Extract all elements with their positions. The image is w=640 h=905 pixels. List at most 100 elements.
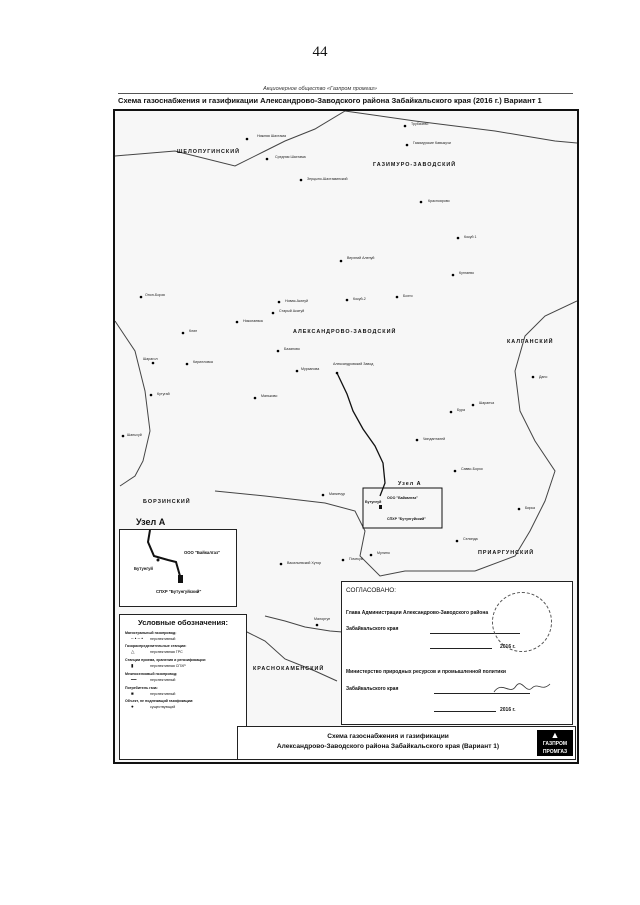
region-priargunsky: ПРИАРГУНСКИЙ: [478, 548, 534, 556]
page-number: 44: [312, 44, 328, 60]
legend-symbol-4: ━━: [131, 677, 137, 682]
map-canvas[interactable]: ШЕЛОПУГИНСКИЙ ГАЗИМУРО-ЗАВОДСКИЙ АЛЕКСАН…: [115, 111, 577, 762]
svg-text:Мулино: Мулино: [377, 551, 390, 555]
settlement-8: Верхний Аленуй: [339, 256, 374, 263]
settlement-30: Манкечур: [321, 492, 345, 497]
legend-head-3: Станции приема, хранения и регазификации…: [125, 658, 207, 662]
border-west: [115, 320, 151, 487]
signature-line-1: [430, 633, 520, 634]
legend-head-2: Газораспределительные станции:: [125, 644, 187, 648]
settlement-1: Нижняя Шахтама: [245, 134, 286, 141]
settlement-16: Клин: [181, 329, 197, 335]
legend-symbol-5: ■: [131, 691, 134, 696]
legend-group-4: Межпоселковый газопровод: ━━ перспективны…: [120, 672, 246, 683]
svg-text:Николаевка: Николаевка: [243, 319, 263, 323]
logo-text-bottom: ПРОМГАЗ: [542, 749, 568, 755]
title-block: Схема газоснабжения и газификации Алекса…: [237, 726, 576, 760]
legend-label-4: перспективный: [150, 678, 176, 682]
svg-text:Бохто: Бохто: [403, 294, 413, 298]
svg-text:Манкечур: Манкечур: [329, 492, 345, 496]
seal-stamp-1: [492, 592, 552, 652]
approval-second-line1: Министерство природных ресурсов и промыш…: [346, 669, 506, 675]
svg-text:Средняя Шахтама: Средняя Шахтама: [275, 155, 306, 159]
legend-label-6: существующий: [150, 704, 176, 709]
svg-text:Шарагол: Шарагол: [143, 357, 158, 361]
settlement-14: Старый Акатуй: [271, 309, 304, 315]
settlement-6: Красноярово: [419, 199, 450, 204]
map-frame[interactable]: ШЕЛОПУГИНСКИЙ ГАЗИМУРО-ЗАВОДСКИЙ АЛЕКСАН…: [113, 109, 579, 764]
settlement-15: Николаевка: [235, 319, 263, 324]
node-a-village: Бутунгуй: [365, 500, 381, 504]
svg-text:Кокуй 1: Кокуй 1: [464, 235, 477, 239]
svg-text:Верхний Аленуй: Верхний Аленуй: [347, 256, 374, 260]
svg-text:Красноярово: Красноярово: [428, 199, 450, 203]
settlement-27: Шаньхуй: [121, 433, 142, 438]
legend-group-2: Газораспределительные станции: △перспект…: [120, 644, 246, 655]
legend-head-6: Объект, не подлежащий газификации:: [125, 699, 194, 703]
legend-symbol-6: ●: [131, 704, 134, 709]
region-shelopuginsky: ШЕЛОПУГИНСКИЙ: [177, 147, 240, 155]
node-a-spgr: СПХР "Бутунгуйский": [387, 517, 426, 521]
svg-text:Кокуй-2: Кокуй-2: [353, 297, 366, 301]
legend-head-4: Межпоселковый газопровод:: [125, 672, 178, 676]
svg-text:Мурзанова: Мурзанова: [301, 367, 319, 371]
legend-label-3: перспективная СПХР: [150, 664, 186, 668]
svg-text:Нижняя Шахтама: Нижняя Шахтама: [257, 134, 286, 138]
settlement-32: Селинда: [455, 537, 478, 543]
svg-text:Клин: Клин: [189, 329, 197, 333]
svg-text:Селинда: Селинда: [463, 537, 478, 541]
region-gazimuro: ГАЗИМУРО-ЗАВОДСКИЙ: [373, 160, 456, 168]
inset-title: Узел А: [134, 517, 168, 527]
legend: Условные обозначения: Магистральный газо…: [119, 614, 247, 760]
svg-text:Васильевский Хутор: Васильевский Хутор: [287, 561, 321, 565]
pipeline-route: [336, 372, 386, 497]
date-line-2: [434, 711, 496, 712]
settlement-7: Кокуй 1: [456, 235, 477, 240]
title-block-line1: Схема газоснабжения и газификации: [327, 733, 449, 740]
svg-text:Бура: Бура: [457, 408, 465, 412]
date-line-1: [430, 648, 492, 649]
svg-text:Савво-Борзя: Савво-Борзя: [461, 467, 483, 471]
svg-text:Онон-Борзя: Онон-Борзя: [145, 293, 165, 297]
border-north-east: [344, 111, 577, 144]
settlement-3: Трубачево: [403, 122, 428, 128]
inset-village-dot: [156, 558, 160, 562]
legend-label-5: перспективный: [150, 691, 176, 696]
legend-label-2: перспективная ГРС: [150, 650, 183, 654]
svg-text:Дано: Дано: [539, 375, 547, 379]
organization-line: Акционерное общество «Газпром промгаз»: [263, 86, 377, 92]
settlement-26: Бура: [449, 408, 465, 414]
border-south-west: [264, 615, 356, 634]
settlement-11: Новая-Акатуй: [277, 299, 308, 304]
border-east: [474, 300, 577, 572]
inset-spgr: СПХР "Бутунгуйский": [156, 589, 201, 594]
settlement-35: Почекуй: [341, 557, 363, 562]
svg-text:Шаньхуй: Шаньхуй: [127, 433, 142, 437]
region-borzinsky: БОРЗИНСКИЙ: [143, 497, 191, 505]
document-title: Схема газоснабжения и газификации Алекса…: [118, 96, 542, 105]
logo-text-top: ГАЗПРОМ: [542, 741, 568, 747]
settlement-21: Александровский Завод: [333, 362, 374, 375]
signature-line-2: [434, 693, 530, 694]
svg-text:Трубачево: Трубачево: [411, 122, 428, 126]
legend-group-1: Магистральный газопровод: – • – •перспек…: [120, 631, 246, 641]
svg-text:Зерцыно-Шахтаминский: Зерцыно-Шахтаминский: [307, 177, 348, 181]
node-a-company: ООО "Байкалгаз": [387, 496, 418, 500]
settlement-4: Газимурские Кавыкучи: [405, 141, 451, 147]
settlement-9: Кунгаево: [451, 271, 474, 277]
settlement-2: Средняя Шахтама: [265, 155, 306, 161]
svg-text:Александровский Завод: Александровский Завод: [333, 362, 374, 366]
legend-symbol-3: ▮: [131, 663, 134, 668]
legend-label-1: перспективный: [150, 636, 176, 641]
node-a-spgr-icon: [379, 505, 382, 509]
settlement-10: Онон-Борзя: [139, 293, 165, 299]
settlement-12: Кокуй-2: [345, 297, 366, 302]
inset-company: ООО "Байкалгаз": [184, 550, 220, 555]
approval-second-line2: Забайкальского края: [346, 686, 399, 692]
svg-text:Кунгаево: Кунгаево: [459, 271, 474, 275]
node-a-label: Узел А: [398, 481, 422, 487]
title-block-line2: Александрово-Заводского района Забайкаль…: [276, 743, 500, 750]
settlement-18: Шарагол: [143, 357, 158, 365]
settlement-13: Бохто: [395, 294, 413, 299]
svg-text:Шаранча: Шаранча: [479, 401, 494, 405]
